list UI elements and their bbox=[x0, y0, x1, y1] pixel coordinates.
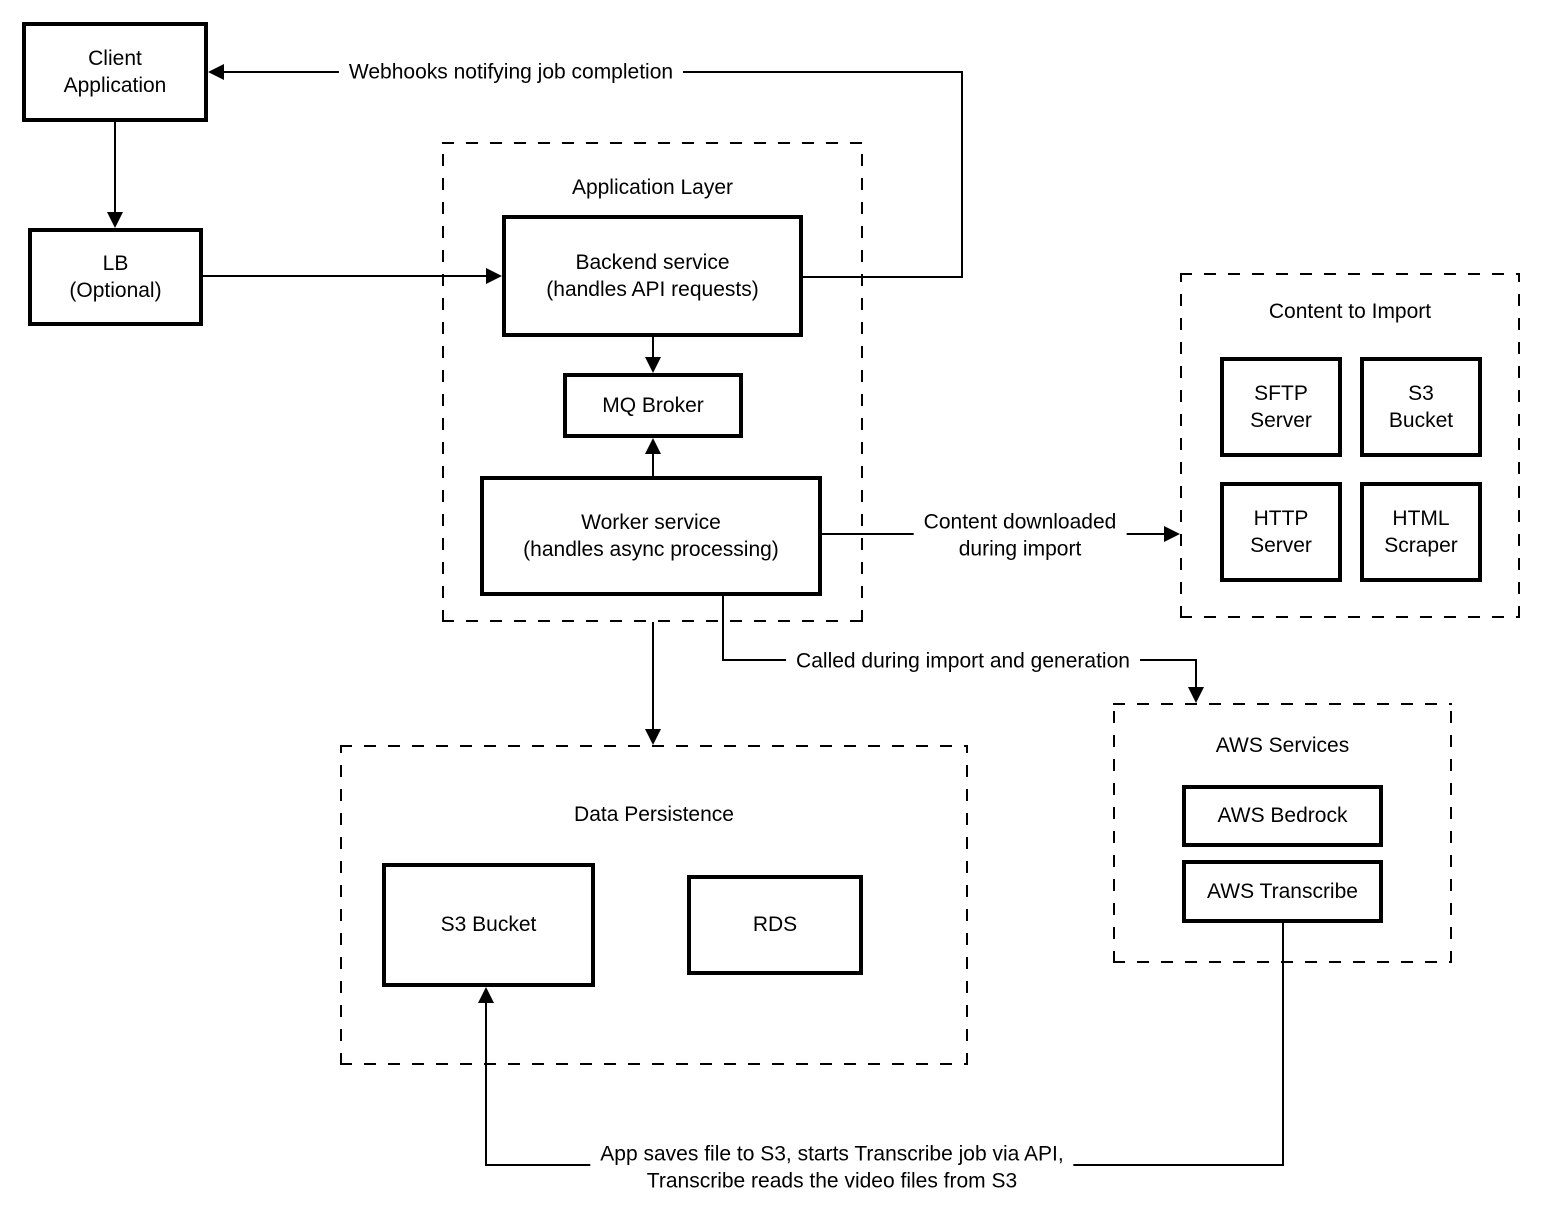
content-downloaded-edge-label: Content downloaded during import bbox=[913, 507, 1127, 565]
worker-to-content-arrowhead bbox=[1164, 526, 1180, 542]
transcribe-flow-line-left bbox=[485, 1003, 487, 1166]
called-during-edge-label: Called during import and generation bbox=[786, 646, 1140, 676]
mq-broker-node: MQ Broker bbox=[563, 373, 743, 438]
lb-to-backend-arrowhead bbox=[486, 268, 502, 284]
application-layer-title: Application Layer bbox=[571, 176, 734, 199]
backend-to-mq-line bbox=[652, 337, 654, 357]
worker-to-mq-line bbox=[652, 454, 654, 476]
webhooks-arrowhead bbox=[208, 64, 224, 80]
s3-bucket-import-node: S3 Bucket bbox=[1360, 357, 1482, 457]
worker-to-mq-arrowhead bbox=[645, 438, 661, 454]
called-during-arrowhead bbox=[1188, 687, 1204, 703]
called-during-line-drop bbox=[1195, 659, 1197, 687]
http-server-node: HTTP Server bbox=[1220, 482, 1342, 582]
transcribe-flow-edge-label: App saves file to S3, starts Transcribe … bbox=[590, 1139, 1074, 1197]
lb-to-backend-line bbox=[203, 275, 486, 277]
worker-service-node: Worker service (handles async processing… bbox=[480, 476, 822, 596]
rds-node: RDS bbox=[687, 875, 863, 975]
sftp-server-node: SFTP Server bbox=[1220, 357, 1342, 457]
s3-bucket-data-node: S3 Bucket bbox=[382, 863, 595, 987]
content-to-import-title: Content to Import bbox=[1268, 300, 1432, 323]
aws-services-group: AWS Services bbox=[1113, 703, 1452, 963]
data-persistence-title: Data Persistence bbox=[574, 803, 734, 826]
client-application-node: Client Application bbox=[22, 22, 208, 122]
client-to-lb-arrowhead bbox=[107, 212, 123, 228]
webhooks-edge-label: Webhooks notifying job completion bbox=[338, 57, 684, 87]
aws-bedrock-node: AWS Bedrock bbox=[1182, 785, 1383, 847]
webhooks-line-vertical bbox=[961, 71, 963, 277]
applayer-to-datapersistence-line bbox=[652, 622, 654, 729]
transcribe-flow-arrowhead bbox=[478, 987, 494, 1003]
webhooks-line-from-backend bbox=[803, 276, 963, 278]
client-to-lb-line bbox=[114, 122, 116, 212]
applayer-to-datapersistence-arrowhead bbox=[645, 729, 661, 745]
backend-to-mq-arrowhead bbox=[645, 357, 661, 373]
aws-services-title: AWS Services bbox=[1215, 734, 1350, 757]
transcribe-flow-line-right bbox=[1282, 923, 1284, 1166]
load-balancer-node: LB (Optional) bbox=[28, 228, 203, 326]
html-scraper-node: HTML Scraper bbox=[1360, 482, 1482, 582]
backend-service-node: Backend service (handles API requests) bbox=[502, 215, 803, 337]
called-during-line-down bbox=[722, 596, 724, 661]
aws-transcribe-node: AWS Transcribe bbox=[1182, 860, 1383, 923]
